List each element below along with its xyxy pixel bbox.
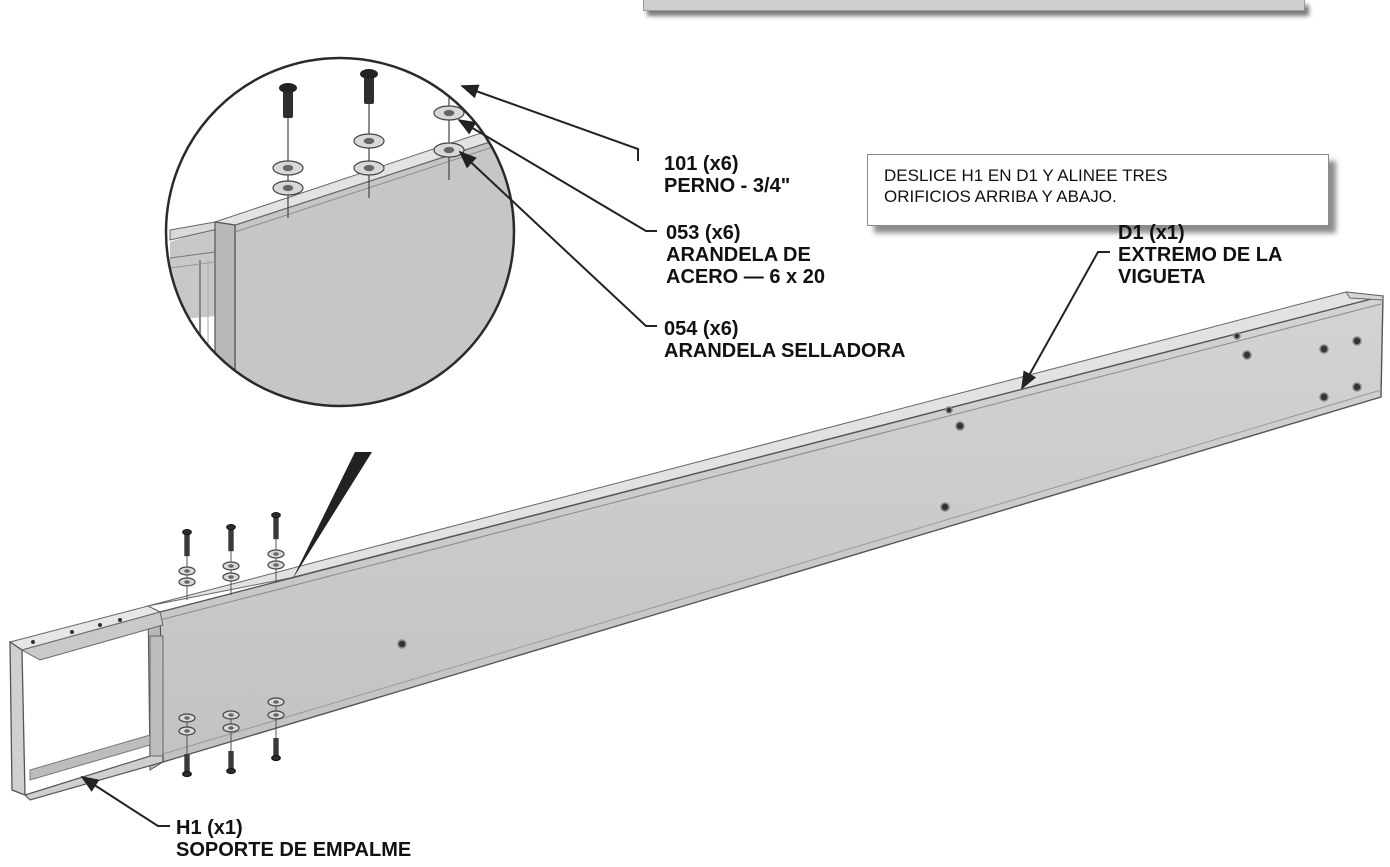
bolt-shank (228, 751, 234, 771)
steel-washer-hole (289, 437, 300, 443)
bolt-head (226, 767, 236, 775)
instruction-line-1: DESLICE H1 EN D1 Y ALINEE TRES (884, 166, 1168, 185)
fastener-stacks (178, 511, 285, 778)
steel-washer-leader (457, 119, 657, 232)
splice-bracket-h1 (8, 605, 164, 801)
bracket-leader (80, 776, 170, 827)
joist-holes (397, 332, 1362, 649)
steel-washer-label: 053 (x6) ARANDELA DE ACERO — 6 x 20 (666, 222, 825, 288)
bolt-label: 101 (x6) PERNO - 3/4" (664, 153, 790, 197)
bottom-fastener-stack (222, 710, 240, 775)
steel-washer-hole (228, 713, 234, 717)
bolt-head (182, 770, 192, 778)
bolt-head (440, 58, 458, 59)
joist-end-name-line-2: VIGUETA (1118, 266, 1206, 288)
seal-washer-label: 054 (x6) ARANDELA SELLADORA (664, 318, 905, 362)
joist-leader (1021, 251, 1110, 390)
zoom-fastener-stack (353, 69, 385, 198)
zoom-bottom-fastener (433, 388, 465, 445)
sealing-washer-hole (282, 164, 294, 172)
splice-bracket-label: H1 (x1) SOPORTE DE EMPALME (176, 817, 411, 861)
steel-washer-hole (443, 146, 455, 154)
top-fastener-stack (222, 523, 240, 595)
bolt-head (271, 754, 281, 762)
steel-washer-name-line-1: ARANDELA DE (666, 244, 811, 266)
seal-washer-part-name: ARANDELA SELLADORA (664, 340, 906, 362)
seal-washer-leader (458, 150, 657, 327)
sealing-washer (279, 463, 309, 477)
steel-washer (354, 418, 384, 432)
seal-washer-part-id: 054 (x6) (664, 318, 739, 340)
splice-bracket-part-id: H1 (x1) (176, 817, 243, 839)
top-fastener-stack (267, 511, 285, 583)
sealing-washer (434, 431, 464, 445)
zoom-fastener-stack (272, 83, 304, 218)
splice-bracket-part-name: SOPORTE DE EMPALME (176, 839, 412, 861)
sealing-washer-hole (184, 729, 190, 733)
zoom-callout (164, 56, 516, 580)
bottom-fastener-stack (178, 713, 196, 778)
zoom-bottom-fastener (279, 420, 309, 480)
steel-washer-hole (184, 716, 190, 720)
leader-lines (80, 84, 1110, 827)
joist-end-part-id: D1 (x1) (1118, 222, 1185, 244)
sealing-washer-hole (273, 713, 279, 717)
steel-washer-hole (364, 422, 375, 428)
joist-end-name-line-1: EXTREMO DE LA (1118, 244, 1283, 266)
sealing-washer-hole (184, 569, 190, 573)
bolt-head (360, 69, 378, 79)
top-fastener-stack (178, 528, 196, 600)
steel-washer-hole (443, 404, 455, 406)
sealing-washer-hole (363, 137, 375, 145)
bolt-part-id: 101 (x6) (664, 153, 739, 175)
steel-washer-hole (228, 575, 234, 579)
steel-washer-hole (184, 580, 190, 584)
bolt-shank (364, 74, 374, 104)
steel-washer-hole (282, 184, 294, 192)
sealing-washer-hole (443, 109, 455, 117)
sealing-washer-hole (228, 726, 234, 730)
instruction-line-2: ORIFICIOS ARRIBA Y ABAJO. (884, 187, 1117, 206)
sealing-washer-hole (228, 564, 234, 568)
bolt-head (226, 523, 236, 531)
bolt-shank (283, 88, 293, 118)
top-banner (643, 0, 1305, 11)
bolt-shank (184, 534, 190, 557)
steel-washer (433, 400, 465, 406)
sealing-washer-hole (289, 467, 300, 473)
steel-washer-part-id: 053 (x6) (666, 222, 741, 244)
bolt-shank (444, 58, 454, 84)
joist-end-label: D1 (x1) EXTREMO DE LA VIGUETA (1118, 222, 1282, 288)
bolt-shank (184, 754, 190, 774)
steel-washer-hole (273, 563, 279, 567)
bolt-shank (273, 517, 279, 540)
instruction-box: DESLICE H1 EN D1 Y ALINEE TRES ORIFICIOS… (867, 154, 1329, 226)
bolt-leader (460, 84, 639, 161)
bolt-head (271, 511, 281, 519)
steel-washer (279, 433, 309, 447)
sealing-washer-hole (273, 552, 279, 556)
steel-washer-hole (273, 700, 279, 704)
zoom-pointer (292, 452, 372, 580)
steel-washer-name-line-2: ACERO — 6 x 20 (666, 266, 825, 288)
bolt-shank (228, 529, 234, 552)
bottom-fastener-stack (267, 697, 285, 762)
sealing-washer-hole (444, 435, 455, 441)
bolt-head (279, 83, 297, 93)
bolt-shank (273, 738, 279, 758)
bolt-head (182, 528, 192, 536)
steel-washer-hole (363, 164, 375, 172)
bolt-part-name: PERNO - 3/4" (664, 175, 791, 197)
